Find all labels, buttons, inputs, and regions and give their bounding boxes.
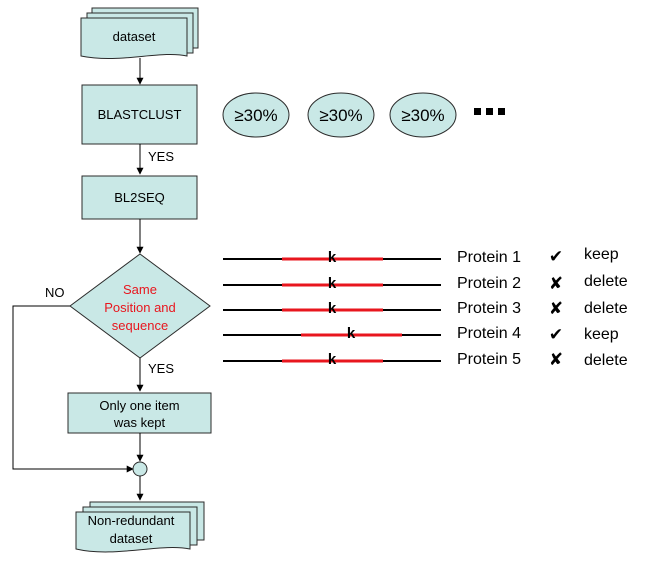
cluster-oval-label: ≥30% [234,106,277,125]
site-label: k [328,300,337,317]
protein-action: delete [584,273,628,290]
bl2seq-label: BL2SEQ [114,190,165,205]
protein-row-3: k Protein 3 ✘ delete [223,299,628,319]
protein-name: Protein 2 [457,275,521,292]
edge-no-branch [12,305,134,473]
junction-node [132,461,148,477]
cluster-oval-label: ≥30% [319,106,362,125]
protein-name: Protein 1 [457,249,521,266]
protein-name: Protein 3 [457,300,521,317]
dataset-label: dataset [113,29,156,44]
check-icon: ✔ [549,247,563,267]
decision-label-line1: Same [123,282,157,297]
dataset-node: dataset [80,7,199,59]
protein-action: keep [584,246,619,263]
non-redundant-node: Non-redundant dataset [75,501,205,553]
protein-row-5: k Protein 5 ✘ delete [223,350,628,370]
cluster-oval-1: ≥30% [222,92,290,138]
check-icon: ✔ [549,325,563,345]
protein-action: delete [584,300,628,317]
kept-label-line1: Only one item [99,398,179,413]
protein-row-1: k Protein 1 ✔ keep [223,246,619,267]
non-redundant-label-line2: dataset [110,531,153,546]
bl2seq-node: BL2SEQ [81,175,198,220]
decision-label-line3: sequence [112,318,168,333]
protein-row-2: k Protein 2 ✘ delete [223,273,628,294]
blastclust-node: BLASTCLUST [81,84,198,145]
protein-action: delete [584,352,628,369]
decision-node: Same Position and sequence [69,253,211,359]
kept-label-line2: was kept [113,415,166,430]
cluster-oval-3: ≥30% [389,92,457,138]
site-label: k [328,249,337,266]
cross-icon: ✘ [549,350,563,370]
no-label: NO [45,285,65,300]
protein-name: Protein 4 [457,325,521,342]
blastclust-label: BLASTCLUST [98,107,182,122]
cross-icon: ✘ [549,274,563,294]
yes-label-1: YES [148,149,174,164]
cluster-oval-2: ≥30% [307,92,375,138]
decision-label-line2: Position and [104,300,176,315]
non-redundant-label-line1: Non-redundant [88,513,175,528]
protein-action: keep [584,326,619,343]
site-label: k [347,325,356,342]
cluster-oval-label: ≥30% [401,106,444,125]
site-label: k [328,275,337,292]
cross-icon: ✘ [549,299,563,319]
protein-name: Protein 5 [457,351,521,368]
kept-node: Only one item was kept [67,392,212,434]
yes-label-2: YES [148,361,174,376]
ellipsis-dots [474,108,505,115]
site-label: k [328,351,337,368]
protein-row-4: k Protein 4 ✔ keep [223,325,619,345]
